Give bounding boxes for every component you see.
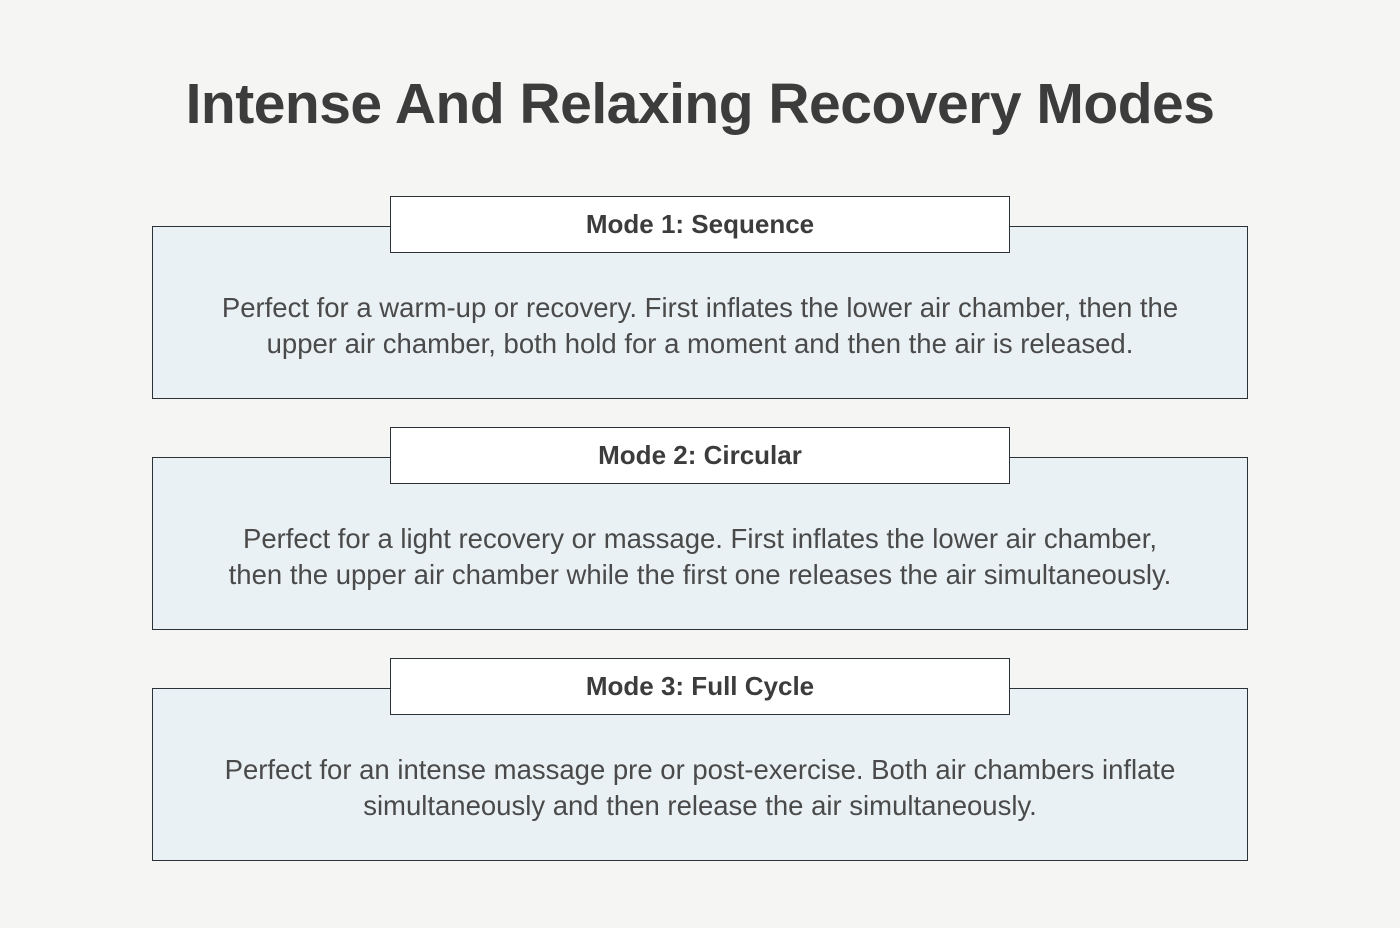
mode-card: Perfect for a light recovery or massage.…	[0, 427, 1400, 630]
mode-card-list: Perfect for a warm-up or recovery. First…	[0, 196, 1400, 861]
mode-card-body-panel: Perfect for a warm-up or recovery. First…	[152, 226, 1248, 399]
mode-card-description: Perfect for a warm-up or recovery. First…	[221, 291, 1179, 359]
mode-card-header-tab: Mode 3: Full Cycle	[390, 658, 1010, 715]
mode-card-header-tab: Mode 2: Circular	[390, 427, 1010, 484]
mode-card-header-tab: Mode 1: Sequence	[390, 196, 1010, 253]
page-title: Intense And Relaxing Recovery Modes	[185, 72, 1215, 136]
mode-card-title: Mode 1: Sequence	[585, 209, 815, 239]
mode-card: Perfect for an intense massage pre or po…	[0, 658, 1400, 861]
mode-card-body-panel: Perfect for an intense massage pre or po…	[152, 688, 1248, 861]
mode-card-description: Perfect for a light recovery or massage.…	[228, 522, 1172, 590]
mode-card: Perfect for a warm-up or recovery. First…	[0, 196, 1400, 399]
mode-card-title: Mode 2: Circular	[598, 440, 802, 470]
mode-card-description: Perfect for an intense massage pre or po…	[224, 753, 1176, 821]
mode-card-title: Mode 3: Full Cycle	[585, 671, 815, 701]
